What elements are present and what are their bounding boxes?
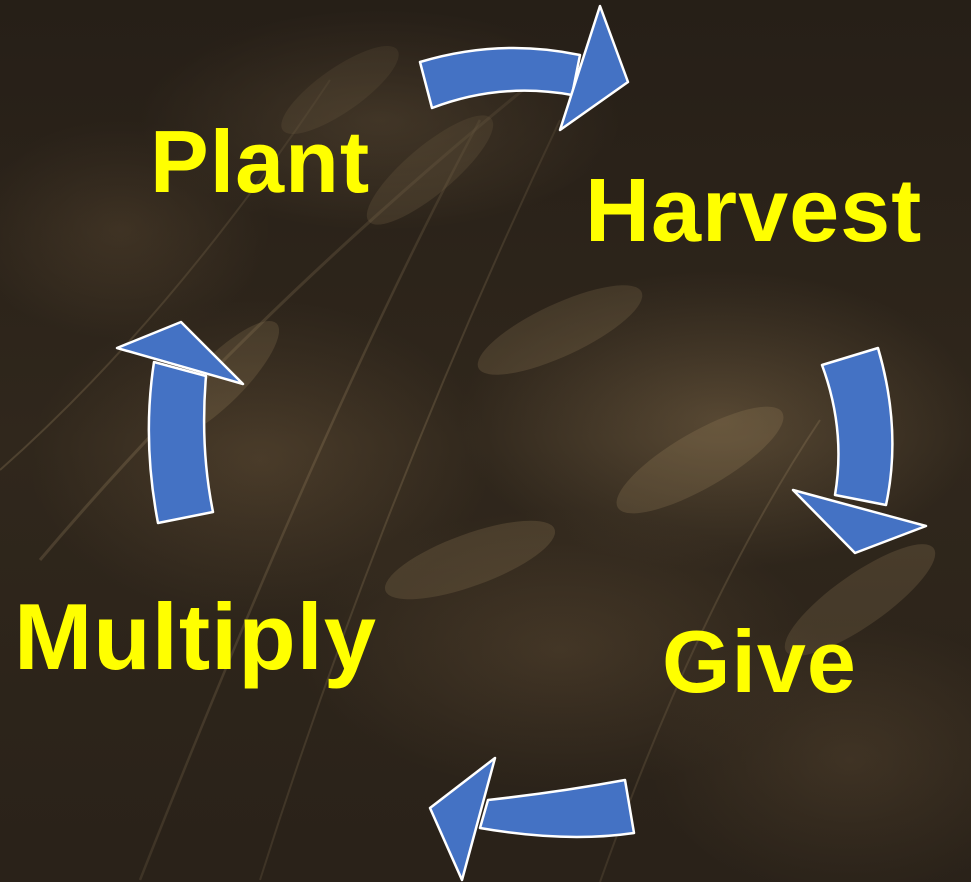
arrow-give-to-multiply — [428, 756, 636, 882]
step-label-multiply: Multiply — [14, 584, 378, 689]
arrow-multiply-to-plant — [115, 320, 245, 525]
step-label-plant: Plant — [150, 112, 371, 211]
step-label-give: Give — [662, 612, 857, 711]
arrow-harvest-to-give — [791, 346, 928, 555]
arrow-plant-to-harvest — [418, 4, 630, 132]
step-label-harvest: Harvest — [585, 161, 923, 261]
